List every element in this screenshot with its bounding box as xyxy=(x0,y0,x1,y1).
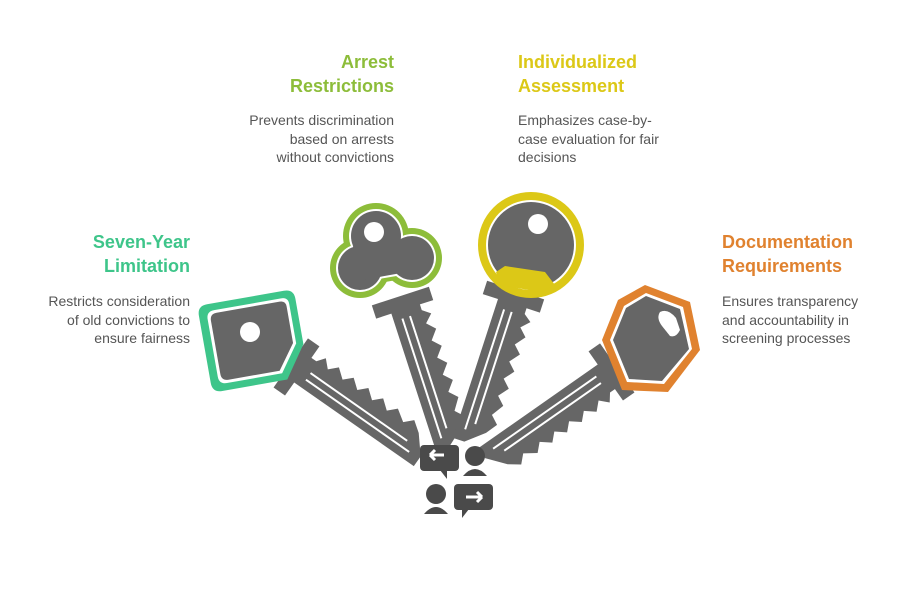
key-arrest-restrictions xyxy=(330,203,480,459)
key-seven-year xyxy=(198,290,441,481)
conversation-exchange-icon xyxy=(420,445,493,518)
key-documentation-requirements xyxy=(467,285,700,486)
individualized-assessment-description: Emphasizes case-by-case evaluation for f… xyxy=(518,112,659,165)
key-individualized-assessment xyxy=(436,192,584,453)
